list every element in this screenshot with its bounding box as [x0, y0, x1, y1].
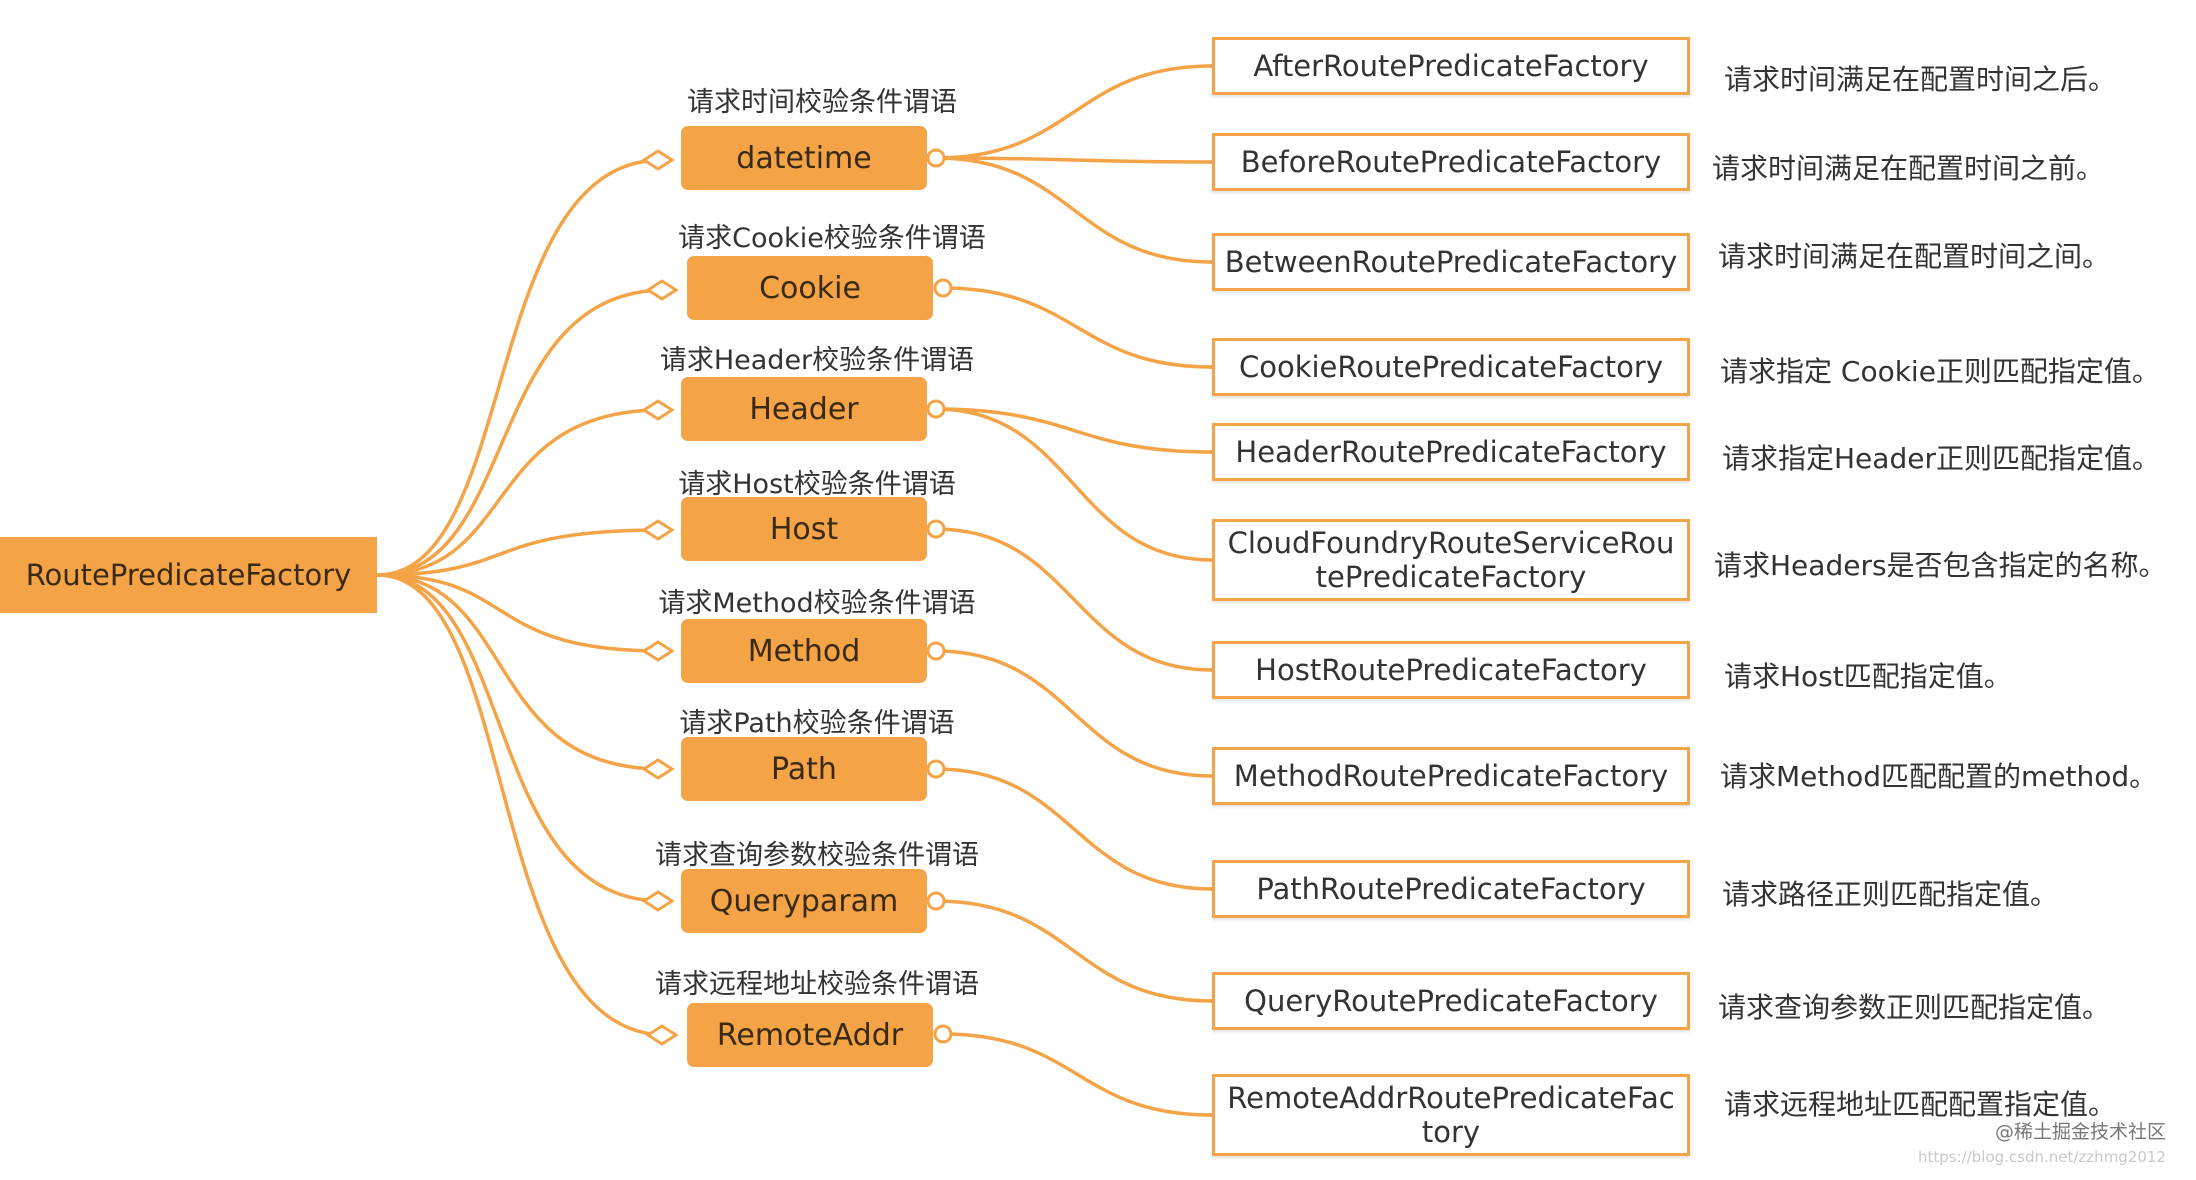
diamond-connector: [641, 640, 675, 662]
category-caption: 请求Host校验条件谓语: [678, 469, 956, 500]
root-link: [376, 528, 663, 577]
category-node-queryparam[interactable]: Queryparam: [681, 869, 927, 933]
factory-node-cookie[interactable]: CookieRoutePredicateFactory: [1212, 338, 1690, 396]
category-caption: 请求远程地址校验条件谓语: [655, 969, 979, 1000]
circle-connector: [926, 519, 946, 539]
category-node-datetime[interactable]: datetime: [681, 126, 927, 190]
root-link: [376, 573, 663, 771]
root-link: [376, 408, 663, 577]
diamond-connector: [641, 149, 675, 171]
category-link: [935, 527, 1213, 672]
category-link: [935, 64, 1213, 160]
category-caption: 请求时间校验条件谓语: [687, 87, 957, 118]
circle-connector: [933, 278, 953, 298]
diamond-connector: [641, 890, 675, 912]
category-caption: 请求查询参数校验条件谓语: [655, 840, 979, 871]
diamond-connector: [645, 279, 679, 301]
factory-description: 请求指定Header正则匹配指定值。: [1722, 442, 2160, 475]
root-link: [376, 573, 667, 1037]
factory-node-between[interactable]: BetweenRoutePredicateFactory: [1212, 233, 1690, 291]
factory-node-before[interactable]: BeforeRoutePredicateFactory: [1212, 133, 1690, 191]
factory-description: 请求远程地址匹配配置指定值。: [1724, 1088, 2117, 1121]
factory-node-path[interactable]: PathRoutePredicateFactory: [1212, 860, 1690, 918]
category-link: [935, 156, 1213, 264]
category-link: [935, 156, 1213, 164]
diamond-connector: [641, 758, 675, 780]
watermark: @稀土掘金技术社区: [1994, 1121, 2166, 1143]
category-node-path[interactable]: Path: [681, 737, 927, 801]
category-caption: 请求Method校验条件谓语: [658, 588, 976, 619]
factory-node-host[interactable]: HostRoutePredicateFactory: [1212, 641, 1690, 699]
watermark-url: https://blog.csdn.net/zzhmg2012: [1917, 1148, 2166, 1166]
category-link: [935, 407, 1213, 562]
category-caption: 请求Cookie校验条件谓语: [678, 223, 986, 254]
category-link: [942, 1032, 1213, 1117]
category-node-method[interactable]: Method: [681, 619, 927, 683]
circle-connector: [933, 1024, 953, 1044]
factory-description: 请求时间满足在配置时间之间。: [1718, 240, 2111, 273]
root-link: [376, 158, 663, 577]
category-node-cookie[interactable]: Cookie: [687, 256, 933, 320]
circle-connector: [926, 148, 946, 168]
factory-description: 请求指定 Cookie正则匹配指定值。: [1720, 355, 2160, 388]
category-node-header[interactable]: Header: [681, 377, 927, 441]
factory-node-query[interactable]: QueryRoutePredicateFactory: [1212, 972, 1690, 1030]
circle-connector: [926, 891, 946, 911]
diamond-connector: [641, 519, 675, 541]
factory-description: 请求路径正则匹配指定值。: [1722, 878, 2059, 911]
root-link: [376, 573, 663, 653]
category-link: [935, 899, 1213, 1003]
root-link: [376, 573, 663, 903]
category-link: [935, 407, 1213, 454]
root-link: [376, 288, 667, 577]
diamond-connector: [641, 399, 675, 421]
factory-node-after[interactable]: AfterRoutePredicateFactory: [1212, 37, 1690, 95]
category-link: [942, 286, 1213, 369]
factory-description: 请求时间满足在配置时间之前。: [1712, 152, 2105, 185]
factory-description: 请求Host匹配指定值。: [1724, 660, 2012, 693]
category-node-remoteaddr[interactable]: RemoteAddr: [687, 1003, 933, 1067]
circle-connector: [926, 399, 946, 419]
factory-description: 请求时间满足在配置时间之后。: [1724, 63, 2117, 96]
factory-description: 请求查询参数正则匹配指定值。: [1718, 991, 2111, 1024]
factory-node-remoteaddr[interactable]: RemoteAddrRoutePredicateFactory: [1212, 1074, 1690, 1156]
factory-node-header[interactable]: HeaderRoutePredicateFactory: [1212, 423, 1690, 481]
category-link: [935, 767, 1213, 891]
circle-connector: [926, 641, 946, 661]
root-node[interactable]: RoutePredicateFactory: [0, 537, 377, 613]
category-caption: 请求Header校验条件谓语: [659, 345, 975, 376]
category-caption: 请求Path校验条件谓语: [679, 708, 955, 739]
category-node-host[interactable]: Host: [681, 497, 927, 561]
factory-node-cloudfoundry[interactable]: CloudFoundryRouteServiceRoutePredicateFa…: [1212, 519, 1690, 601]
factory-description: 请求Headers是否包含指定的名称。: [1714, 549, 2167, 582]
factory-description: 请求Method匹配配置的method。: [1720, 760, 2158, 793]
category-link: [935, 649, 1213, 778]
factory-node-method[interactable]: MethodRoutePredicateFactory: [1212, 747, 1690, 805]
circle-connector: [926, 759, 946, 779]
diamond-connector: [645, 1024, 679, 1046]
